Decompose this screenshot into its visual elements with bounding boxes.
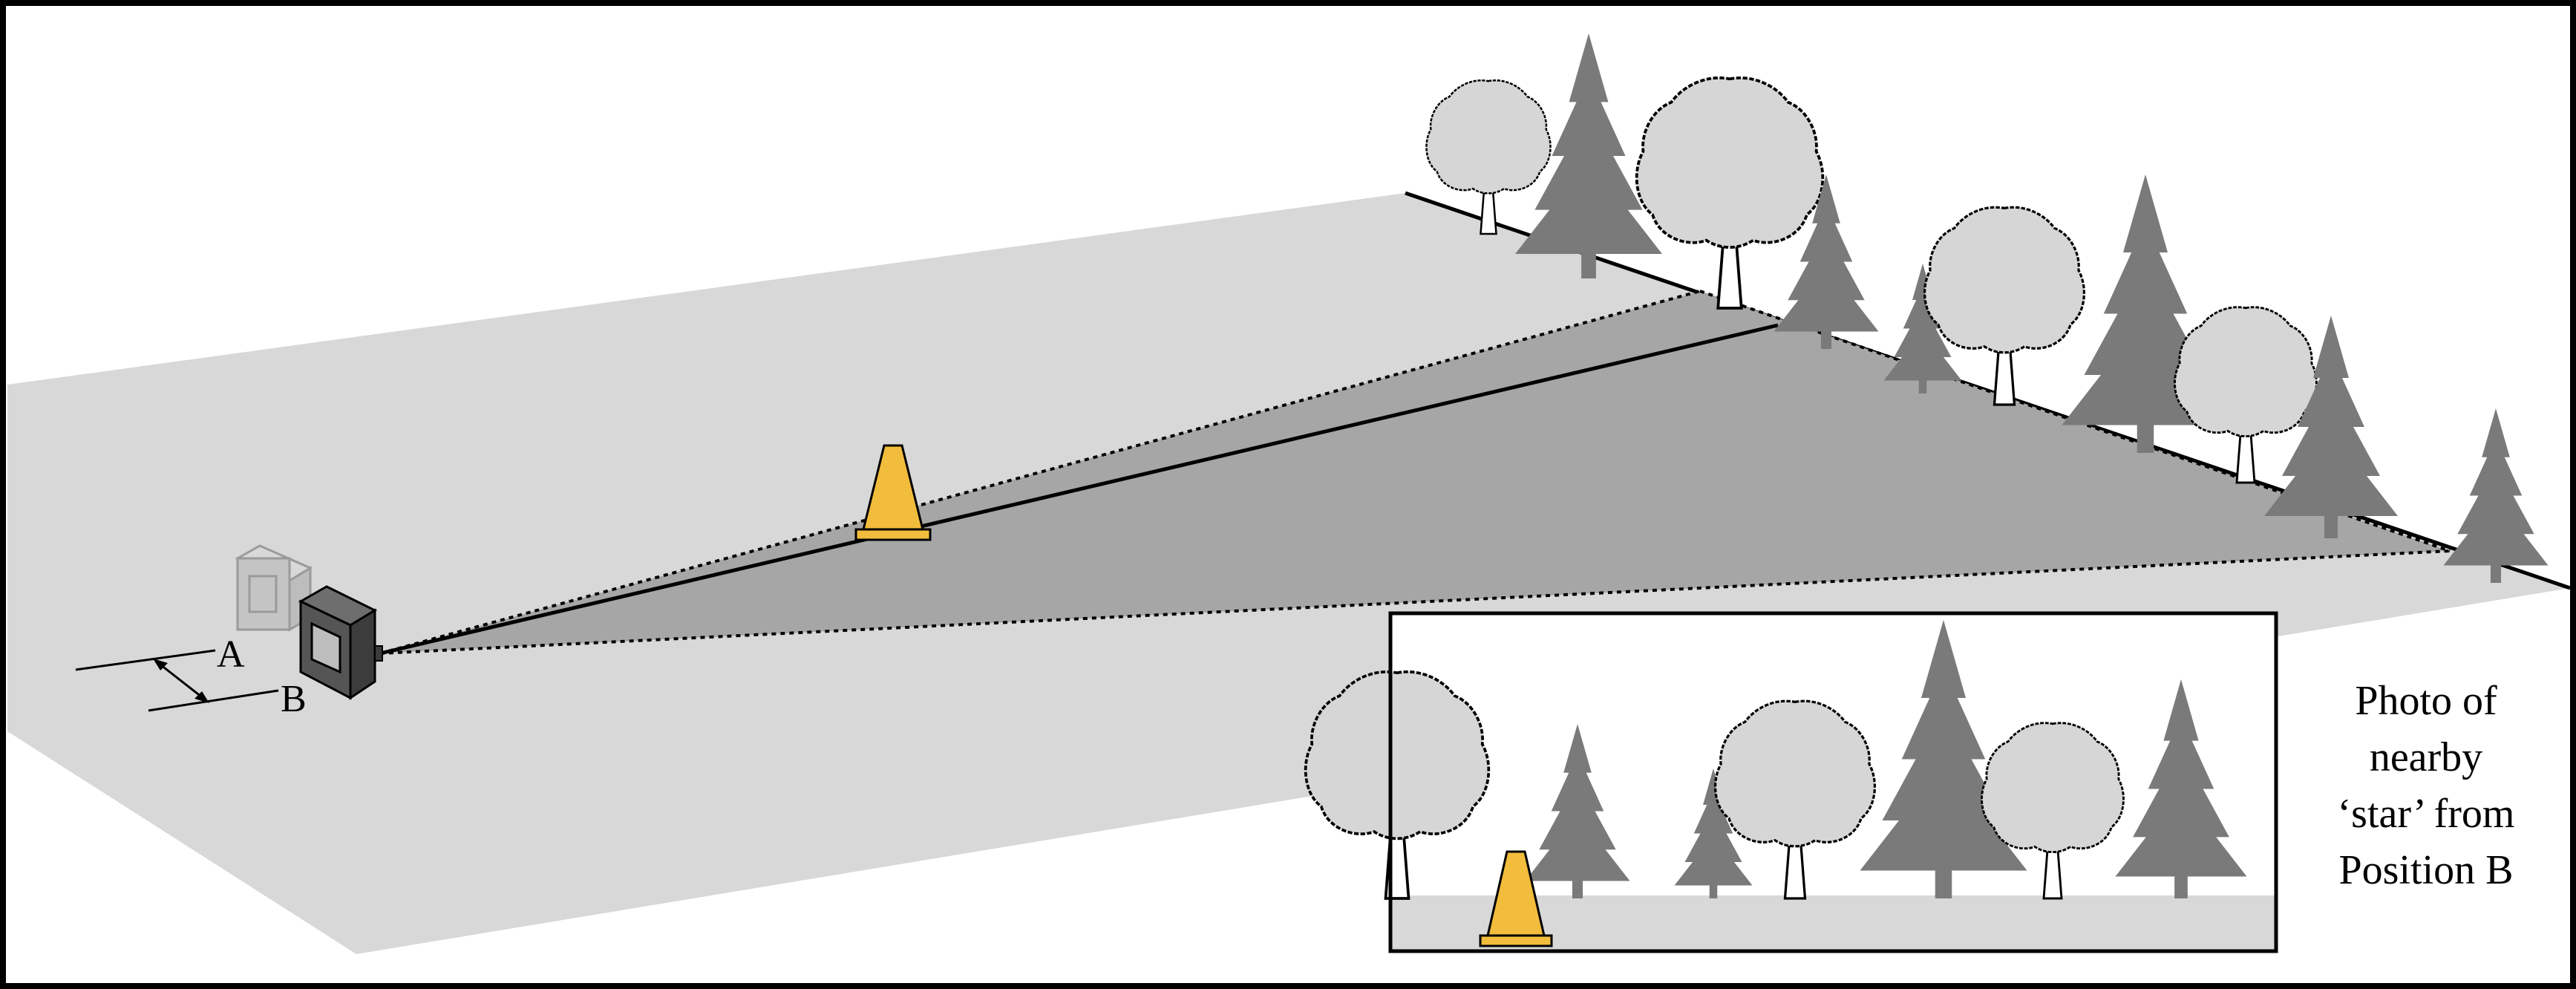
camera-icon bbox=[298, 585, 383, 700]
position-b-line bbox=[148, 689, 279, 712]
label-position-a: A bbox=[217, 633, 245, 676]
caption-line-3: ‘star’ from bbox=[2338, 791, 2515, 837]
traffic-cone-icon bbox=[854, 444, 932, 541]
camera-position-a bbox=[235, 544, 313, 632]
label-position-b: B bbox=[281, 678, 307, 720]
caption-line-2: nearby bbox=[2370, 734, 2482, 780]
view-cone-lower-edge bbox=[379, 549, 2451, 655]
sight-line bbox=[379, 323, 1779, 656]
inset-photo bbox=[1304, 611, 2278, 953]
caption-line-1: Photo of bbox=[2355, 678, 2497, 724]
view-cone-upper-edge bbox=[379, 290, 1701, 655]
baseline-arrow bbox=[153, 659, 209, 703]
position-a-line bbox=[75, 649, 216, 671]
caption-line-4: Position B bbox=[2339, 847, 2514, 893]
photo-caption: Photo of nearby ‘star’ from Position B bbox=[2338, 678, 2515, 893]
view-cone bbox=[380, 291, 2450, 653]
inset-photo-border bbox=[1388, 611, 2278, 953]
traffic-cone-icon bbox=[1479, 850, 1553, 947]
